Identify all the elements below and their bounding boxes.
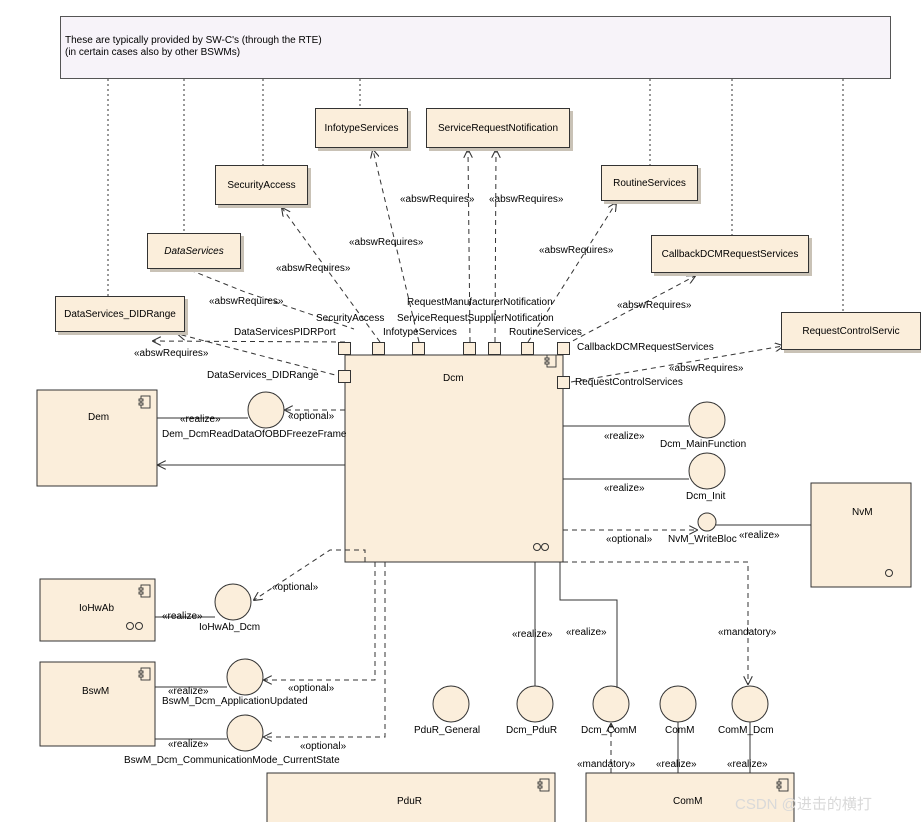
dcm-title: Dcm (443, 373, 464, 384)
bswm-component (39, 661, 156, 747)
port-label-did-range: DataServices_DIDRange (207, 370, 319, 381)
port-label-service-request-supplier: ServiceRequestSupplierNotification (397, 313, 554, 324)
absw-requires-label-1: «abswRequires» (400, 194, 475, 205)
nvm-write-label: NvM_WriteBloc (668, 534, 737, 545)
port-request-control (557, 376, 570, 389)
port-label-request-manufacturer: RequestManufacturerNotification (407, 297, 553, 308)
watermark: CSDN @进击的横打 (735, 796, 872, 813)
dem-read-label: Dem_DcmReadDataOfOBDFreezeFrame (162, 429, 347, 440)
absw-requires-arrows (153, 150, 783, 383)
nvm-component (810, 482, 912, 588)
nvm-title: NvM (852, 507, 873, 518)
dcm-component (344, 354, 564, 563)
optional-arrows (254, 410, 748, 773)
realize-label-main: «realize» (604, 431, 645, 442)
iohwab-title: IoHwAb (79, 603, 115, 614)
port-did-range (338, 342, 351, 355)
service-request-notification-interface: ServiceRequestNotification (426, 108, 570, 148)
dcm-pdur-label: Dcm_PduR (506, 725, 558, 736)
realize-label-iohwab: «realize» (162, 611, 203, 622)
port-label-infotype: InfotypeServices (383, 327, 457, 338)
realize-label-dcm-pdur: «realize» (512, 629, 553, 640)
composition-icons (126, 543, 893, 630)
port-label-callback: CallbackDCMRequestServices (577, 342, 714, 353)
realize-label-init: «realize» (604, 483, 645, 494)
absw-requires-label-6: «abswRequires» (209, 296, 284, 307)
routine-services-interface: RoutineServices (601, 165, 698, 201)
realize-label-comm-dcm: «realize» (727, 759, 768, 770)
comm-component (585, 772, 795, 822)
data-services-interface: DataServices (147, 233, 241, 269)
init-label: Dcm_Init (686, 491, 726, 502)
main-function-label: Dcm_MainFunction (660, 439, 747, 450)
realize-label-dem: «realize» (180, 414, 221, 425)
comm-title: ComM (673, 796, 703, 807)
iohwab-dcm-label: IoHwAb_Dcm (199, 622, 261, 633)
pdur-title: PduR (397, 796, 423, 807)
realize-label-comm: «realize» (656, 759, 697, 770)
port-routine (521, 342, 534, 355)
absw-requires-label-2: «abswRequires» (489, 194, 564, 205)
callback-dcm-request-services-interface: CallbackDCMRequestServices (651, 235, 809, 273)
port-callback (557, 342, 570, 355)
port-label-pid-rport: DataServicesPIDRPort (234, 327, 336, 338)
port-label-routine: RoutineServices (509, 327, 582, 338)
comm-dcm-label: ComM_Dcm (718, 725, 774, 736)
realize-label-dcm-comm: «realize» (566, 627, 607, 638)
pdur-component (266, 772, 556, 822)
absw-requires-label-4: «abswRequires» (539, 245, 614, 256)
request-control-services-interface: RequestControlServic (781, 312, 921, 350)
absw-requires-label-3: «abswRequires» (349, 237, 424, 248)
optional-label-bswm-comm: «optional» (300, 741, 347, 752)
bswm-title: BswM (82, 686, 110, 697)
port-label-request-control: RequestControlServices (575, 377, 683, 388)
optional-label-nvm: «optional» (606, 534, 653, 545)
absw-requires-label-5: «abswRequires» (276, 263, 351, 274)
realize-label-bswm-app: «realize» (168, 686, 209, 697)
absw-requires-label-7: «abswRequires» (617, 300, 692, 311)
dcm-comm-label: Dcm_ComM (581, 725, 637, 736)
comm-label: ComM (665, 725, 695, 736)
iohwab-component (39, 578, 156, 642)
optional-label-dem: «optional» (288, 411, 335, 422)
port-service-request-supplier (488, 342, 501, 355)
port-security-access (372, 342, 385, 355)
mandatory-label-dcm-comm: «mandatory» (577, 759, 636, 770)
security-access-interface: SecurityAccess (215, 165, 308, 205)
realize-label-nvm: «realize» (739, 530, 780, 541)
component-icons (138, 354, 789, 792)
port-infotype (412, 342, 425, 355)
port-request-manufacturer (463, 342, 476, 355)
mandatory-label-comm-dcm: «mandatory» (718, 627, 777, 638)
rte-note: These are typically provided by SW-C's (… (60, 16, 891, 79)
realize-label-bswm-comm: «realize» (168, 739, 209, 750)
realize-lines (155, 417, 811, 773)
absw-requires-label-8: «abswRequires» (134, 348, 209, 359)
bswm-comm-label: BswM_Dcm_CommunicationMode_CurrentState (124, 755, 340, 766)
note-line-2: (in certain cases also by other BSWMs) (65, 47, 241, 58)
data-services-did-range-interface: DataServices_DIDRange (55, 296, 185, 332)
bswm-app-label: BswM_Dcm_ApplicationUpdated (162, 696, 308, 707)
lollipop-circles (214, 391, 769, 752)
port-did-range-lower (338, 370, 351, 383)
dem-component (36, 389, 158, 487)
optional-label-iohwab: «optional» (272, 582, 319, 593)
optional-label-bswm-app: «optional» (288, 683, 335, 694)
port-label-security-access: SecurityAccess (316, 313, 385, 324)
infotype-services-interface: InfotypeServices (315, 108, 408, 148)
pdur-general-label: PduR_General (414, 725, 481, 736)
note-dependency-lines (107, 79, 844, 312)
note-line-1: These are typically provided by SW-C's (… (65, 35, 322, 46)
absw-requires-label-9: «abswRequires» (669, 363, 744, 374)
dem-title: Dem (88, 412, 110, 423)
